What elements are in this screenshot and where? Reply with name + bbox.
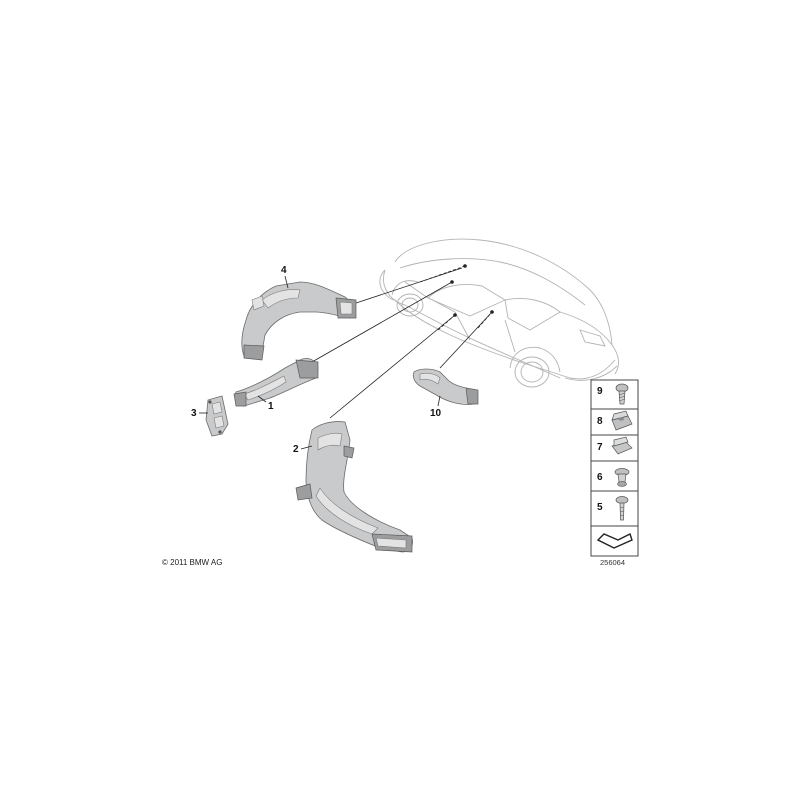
legend-item-5[interactable]: 5 bbox=[597, 496, 629, 521]
callout-3: 3 bbox=[191, 408, 197, 419]
diagram-number: 256064 bbox=[600, 558, 625, 567]
legend-item-6[interactable]: 6 bbox=[597, 468, 630, 487]
callouts: 4 1 3 2 10 bbox=[191, 265, 442, 455]
leader-lines bbox=[311, 264, 494, 419]
sheet-metal-bracket-icon bbox=[596, 533, 633, 549]
part-3-bracket[interactable] bbox=[205, 395, 229, 437]
callout-2: 2 bbox=[293, 444, 299, 455]
legend-item-7[interactable]: 7 bbox=[597, 436, 633, 455]
callout-4: 4 bbox=[281, 265, 287, 276]
screw-icon bbox=[615, 383, 629, 405]
push-rivet-icon bbox=[615, 496, 629, 521]
callout-1: 1 bbox=[268, 401, 274, 412]
hardware-legend: 9 8 7 bbox=[590, 379, 639, 557]
part-10-rear-duct[interactable] bbox=[412, 368, 479, 405]
part-2-floor-duct[interactable] bbox=[295, 421, 413, 553]
car-outline bbox=[379, 238, 619, 388]
legend-item-9[interactable]: 9 bbox=[597, 383, 629, 405]
legend-number-8: 8 bbox=[597, 416, 603, 427]
legend-item-8[interactable]: 8 bbox=[597, 410, 633, 431]
legend-number-7: 7 bbox=[597, 442, 603, 453]
legend-number-6: 6 bbox=[597, 472, 603, 483]
legend-number-5: 5 bbox=[597, 502, 603, 513]
callout-10: 10 bbox=[430, 408, 442, 419]
expanding-rivet-icon bbox=[614, 468, 630, 487]
part-4-air-duct[interactable] bbox=[241, 281, 357, 361]
clip-nut-icon bbox=[611, 410, 633, 431]
legend-number-9: 9 bbox=[597, 386, 603, 397]
part-1-air-duct[interactable] bbox=[233, 358, 319, 407]
copyright-text: © 2011 BMW AG bbox=[162, 558, 222, 567]
spring-clip-icon bbox=[611, 436, 633, 455]
